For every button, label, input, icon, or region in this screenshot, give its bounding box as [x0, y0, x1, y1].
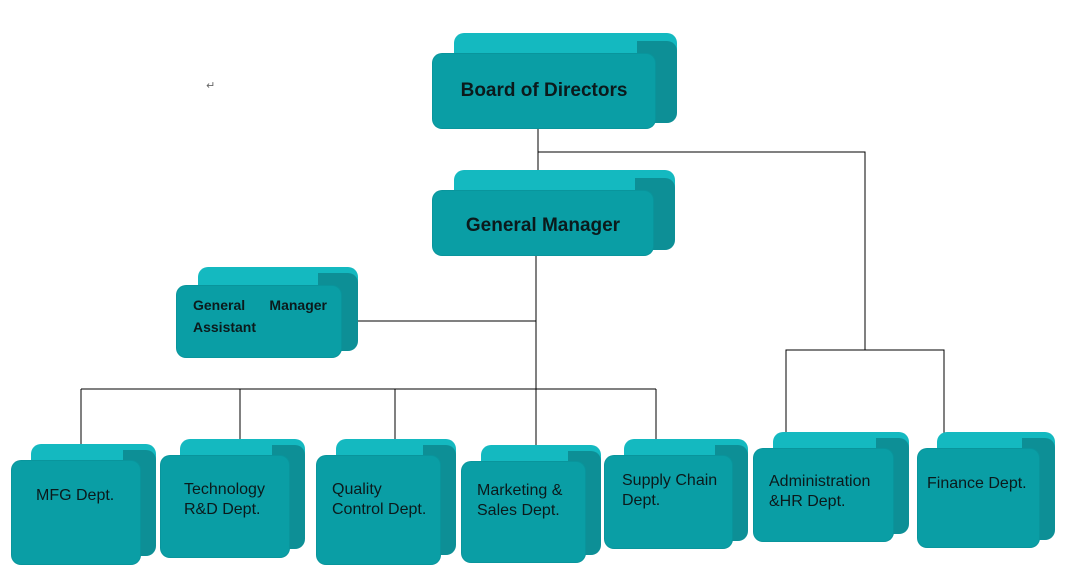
general-manager-label: General Manager [465, 215, 621, 236]
dept-admin-hr-line2: &HR Dept. [769, 492, 846, 510]
gm-assistant-box: General Manager Assistant [176, 267, 358, 358]
gm-assistant-word-general: General [193, 297, 246, 313]
dept-technology-line1: Technology [184, 481, 265, 498]
dept-admin-hr-box: Administration &HR Dept. [753, 432, 909, 542]
dept-finance-line1: Finance Dept. [927, 475, 1027, 492]
dept-quality-box: Quality Control Dept. [316, 439, 456, 565]
dept-technology-box: Technology R&D Dept. [160, 439, 305, 558]
paragraph-mark: ↵ [206, 80, 216, 92]
dept-mfg-line1: MFG Dept. [36, 487, 115, 504]
dept-quality-line1: Quality [332, 481, 382, 498]
board-of-directors-box: Board of Directors [432, 33, 677, 129]
connector-board-right [538, 151, 866, 350]
dept-finance-box: Finance Dept. [917, 432, 1055, 548]
gm-assistant-word-assistant: Assistant [193, 319, 257, 336]
dept-marketing-line1: Marketing & [477, 482, 563, 499]
dept-supply-chain-line1: Supply Chain [622, 472, 718, 489]
dept-supply-chain-line2: Dept. [622, 491, 661, 509]
dept-quality-line2: Control Dept. [332, 500, 427, 518]
dept-supply-chain-box: Supply Chain Dept. [604, 439, 748, 549]
dept-marketing-box: Marketing & Sales Dept. [461, 445, 601, 563]
dept-admin-hr-line1: Administration [769, 473, 871, 490]
board-of-directors-label: Board of Directors [460, 80, 628, 101]
general-manager-box: General Manager [432, 170, 675, 256]
dept-mfg-box: MFG Dept. [11, 444, 156, 565]
dept-technology-line2: R&D Dept. [184, 500, 261, 518]
gm-assistant-word-manager: Manager [269, 297, 327, 313]
dept-marketing-line2: Sales Dept. [477, 501, 560, 519]
connector-right-split [785, 349, 945, 442]
